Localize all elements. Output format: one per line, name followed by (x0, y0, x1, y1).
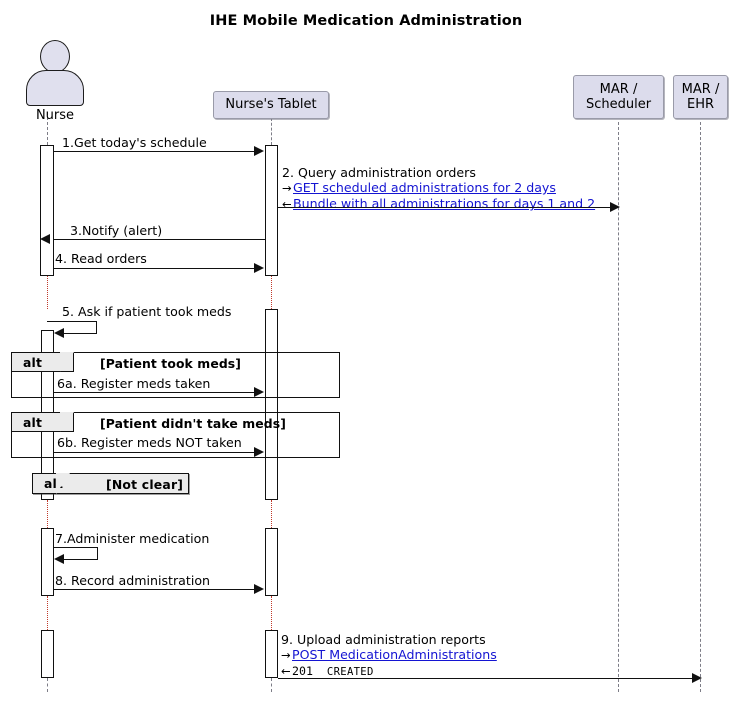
arrow-right-icon: → (282, 181, 292, 196)
lifeline-nurse-seg-end (47, 678, 48, 692)
fragment-alt-didnt-take-meds-condition: [Patient didn't take meds] (100, 416, 286, 431)
message-arrow-5-top (47, 321, 97, 322)
lifeline-nurse-seg1 (47, 112, 48, 145)
activation-tablet-3 (265, 528, 278, 596)
fragment-keyword-label: alt (23, 414, 43, 430)
message-arrow-7-bottom (56, 559, 98, 560)
message-arrowhead-6a (254, 387, 264, 397)
participant-mar-scheduler-label-line2: Scheduler (585, 97, 652, 112)
fragment-alt-took-meds: alt [Patient took meds] (11, 352, 340, 398)
message-arrow-7-side (97, 547, 98, 559)
message-arrowhead-3 (40, 234, 50, 244)
message-label-1: 1.Get today's schedule (62, 135, 207, 150)
message-arrowhead-1 (254, 146, 264, 156)
fragment-notch-icon (60, 352, 74, 372)
message-arrow-6b (54, 452, 255, 453)
fragment-keyword-label: alt (23, 354, 43, 370)
page-title: IHE Mobile Medication Administration (209, 13, 523, 29)
message-label-7: 7.Administer medication (55, 531, 210, 546)
message-arrow-2 (278, 207, 612, 208)
activation-tablet-2 (265, 309, 278, 500)
interaction-query-orders-title: 2. Query administration orders (282, 165, 476, 180)
activation-nurse-4 (41, 630, 54, 678)
lifeline-tablet-delay3 (271, 596, 272, 630)
activation-nurse-3 (41, 528, 54, 596)
message-arrowhead-7 (54, 554, 64, 564)
activation-tablet-4 (265, 630, 278, 678)
message-label-6a: 6a. Register meds taken (57, 376, 211, 391)
interaction-query-orders: 2. Query administration orders →GET sche… (282, 165, 595, 213)
message-arrow-8 (54, 589, 255, 590)
message-arrowhead-9 (692, 673, 702, 683)
participant-nurse[interactable]: Nurse (18, 40, 96, 130)
message-arrow-4 (54, 268, 255, 269)
interaction-upload-reports-status-text: CREATED (326, 666, 374, 679)
message-label-4: 4. Read orders (55, 251, 147, 266)
message-label-3: 3.Notify (alert) (70, 223, 163, 238)
lifeline-tablet-delay2 (271, 500, 272, 528)
message-arrowhead-2 (610, 202, 620, 212)
interaction-query-orders-response: ←Bundle with all administrations for day… (282, 196, 595, 212)
message-label-6b: 6b. Register meds NOT taken (57, 435, 242, 450)
interaction-upload-reports-request-link[interactable]: POST MedicationAdministrations (292, 647, 497, 663)
interaction-query-orders-request-link[interactable]: GET scheduled administrations for 2 days (293, 180, 556, 196)
interaction-query-orders-response-link[interactable]: Bundle with all administrations for days… (293, 196, 596, 212)
interaction-upload-reports-response: ←201 CREATED (281, 663, 497, 680)
lifeline-tablet-seg1 (271, 118, 272, 145)
message-label-8: 8. Record administration (55, 573, 211, 588)
fragment-alt-didnt-take-meds: alt [Patient didn't take meds] (11, 412, 340, 458)
interaction-query-orders-request: →GET scheduled administrations for 2 day… (282, 180, 595, 196)
fragment-notch-icon (60, 412, 74, 432)
participant-nurses-tablet[interactable]: Nurse's Tablet (213, 91, 329, 119)
fragment-alt-took-meds-keyword: alt (12, 352, 74, 372)
lifeline-nurse-delay2 (47, 500, 48, 528)
participant-mar-scheduler[interactable]: MAR / Scheduler (573, 75, 664, 119)
interaction-upload-reports-title: 9. Upload administration reports (281, 632, 486, 647)
participant-nurses-tablet-label: Nurse's Tablet (225, 97, 317, 113)
arrow-left-icon: ← (281, 664, 291, 679)
interaction-upload-reports: 9. Upload administration reports →POST M… (281, 632, 497, 681)
activation-nurse-1 (40, 145, 54, 276)
participant-mar-ehr[interactable]: MAR / EHR (673, 75, 728, 119)
arrow-left-icon: ← (282, 197, 292, 212)
actor-body-icon (26, 70, 84, 106)
message-arrow-9 (278, 678, 694, 679)
lifeline-ehr (700, 122, 701, 692)
message-arrow-6a (54, 392, 255, 393)
message-arrow-5-bottom (56, 333, 97, 334)
message-arrowhead-4 (254, 263, 264, 273)
fragment-alt-not-clear: alt [Not clear] (32, 473, 189, 494)
message-arrowhead-5 (54, 328, 64, 338)
activation-tablet-1 (265, 145, 278, 276)
message-arrow-1 (54, 151, 255, 152)
message-arrow-5-side (96, 321, 97, 333)
fragment-alt-didnt-take-meds-keyword: alt (12, 412, 74, 432)
fragment-alt-took-meds-condition: [Patient took meds] (100, 356, 242, 371)
lifeline-nurse-delay3 (47, 596, 48, 630)
message-arrowhead-8 (254, 584, 264, 594)
participant-nurse-label: Nurse (35, 108, 75, 123)
lifeline-nurse-delay1 (47, 276, 48, 309)
arrow-right-icon: → (281, 648, 291, 663)
lifeline-scheduler (618, 122, 619, 692)
message-arrow-7-top (54, 547, 98, 548)
message-arrowhead-6b (254, 447, 264, 457)
lifeline-tablet-seg-end (271, 678, 272, 692)
fragment-alt-not-clear-condition: [Not clear] (106, 477, 184, 492)
message-arrow-3 (54, 239, 265, 240)
actor-head-icon (40, 40, 70, 73)
participant-mar-ehr-label-line1: MAR / (681, 81, 720, 97)
participant-mar-scheduler-label-line1: MAR / (599, 81, 638, 97)
message-label-5: 5. Ask if patient took meds (62, 304, 232, 319)
lifeline-tablet-delay1 (271, 276, 272, 309)
participant-mar-ehr-label-line2: EHR (686, 97, 715, 112)
interaction-upload-reports-status-code: 201 (292, 664, 313, 679)
interaction-upload-reports-request: →POST MedicationAdministrations (281, 647, 497, 663)
